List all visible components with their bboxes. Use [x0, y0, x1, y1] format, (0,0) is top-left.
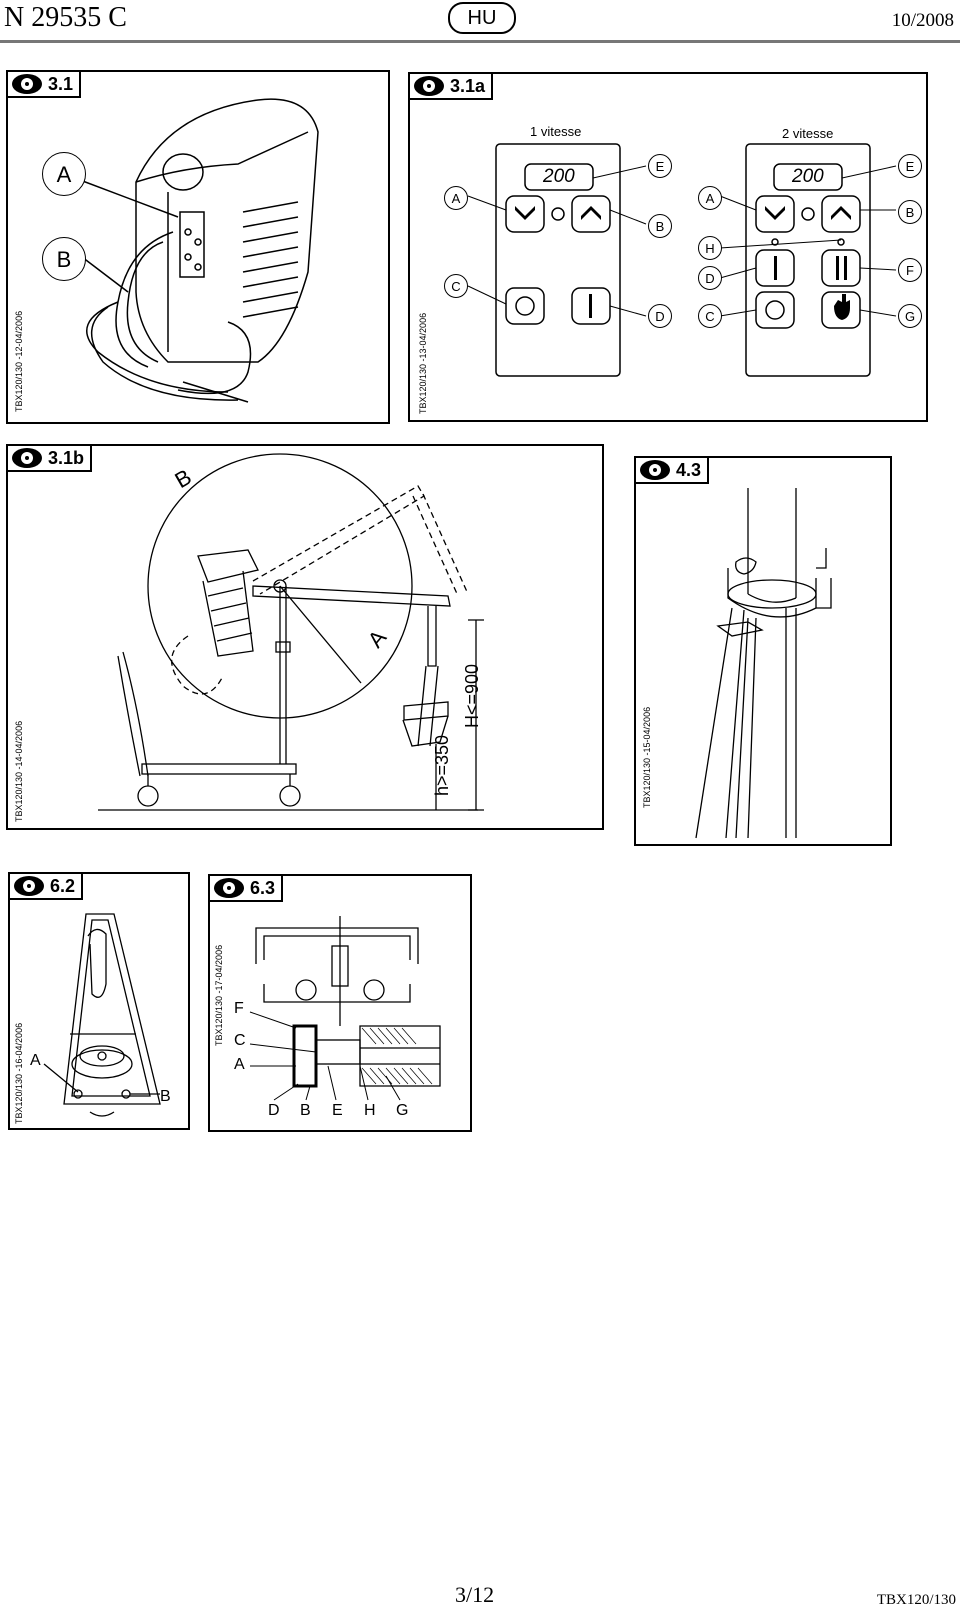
- right-callout-b: B: [898, 200, 922, 224]
- label-a: A: [234, 1056, 245, 1073]
- document-number: N 29535 C: [4, 2, 127, 33]
- callout-a: A: [42, 152, 86, 196]
- left-callout-d: D: [648, 304, 672, 328]
- language-badge: HU: [448, 2, 516, 34]
- right-callout-e: E: [898, 154, 922, 178]
- display-left: 200: [543, 166, 575, 187]
- blade-plate-illustration: [43, 913, 161, 1117]
- label-h: H: [364, 1102, 376, 1119]
- drawing-code: TBX120/130 -13-04/2006: [418, 312, 428, 414]
- machine-illustration: [79, 98, 319, 403]
- eye-icon: [414, 76, 444, 96]
- label-b: B: [160, 1088, 171, 1105]
- figure-tag: 6.2: [10, 874, 84, 900]
- label-e: E: [332, 1102, 343, 1119]
- callout-b: B: [42, 237, 86, 281]
- control-panels-illustration: [467, 143, 897, 377]
- left-callout-e: E: [648, 154, 672, 178]
- drawing-code: TBX120/130 -16-04/2006: [14, 1022, 24, 1124]
- figure-number: 4.3: [676, 459, 702, 480]
- figure-number: 6.2: [50, 875, 76, 896]
- figure-tag: 3.1b: [8, 446, 93, 472]
- label-d: D: [268, 1102, 280, 1119]
- page-number: 3/12: [455, 1582, 495, 1607]
- left-callout-c: C: [444, 274, 468, 298]
- document-date: 10/2008: [891, 10, 954, 31]
- figure-tag: 3.1: [8, 72, 82, 98]
- header-divider: [0, 40, 960, 43]
- figure-6-2: 6.2 A B TBX120/130 -16-04/2006: [8, 872, 190, 1130]
- eye-icon: [214, 878, 244, 898]
- label-c: C: [234, 1032, 246, 1049]
- figure-number: 3.1: [48, 73, 74, 94]
- label-a: A: [30, 1052, 41, 1069]
- label-f: F: [234, 1000, 244, 1017]
- drawing-code: TBX120/130 -17-04/2006: [214, 944, 224, 1046]
- dimension-min-height: h>=350: [432, 734, 452, 796]
- figure-tag: 3.1a: [410, 74, 494, 100]
- figure-number: 3.1a: [450, 75, 486, 96]
- right-callout-h: H: [698, 236, 722, 260]
- eye-icon: [12, 74, 42, 94]
- left-callout-a: A: [444, 186, 468, 210]
- figure-3-1b: 3.1b B A H<=900 h>=350 TBX120/130 -14-04…: [6, 444, 604, 830]
- model-name: TBX120/130: [876, 1592, 956, 1608]
- label-b: B: [300, 1102, 311, 1119]
- eye-icon: [14, 876, 44, 896]
- figure-number: 6.3: [250, 877, 276, 898]
- figure-3-1: 3.1 A B TBX120/130 -12-04/2006: [6, 70, 390, 424]
- drawing-code: TBX120/130 -14-04/2006: [14, 720, 24, 822]
- right-callout-f: F: [898, 258, 922, 282]
- figure-3-1a: 3.1a 1 vitesse 2 vitesse 200 200 A E B C…: [408, 72, 928, 422]
- mounting-illustration: [98, 453, 484, 811]
- display-right: 200: [792, 166, 824, 187]
- drawing-code: TBX120/130 -15-04/2006: [642, 706, 652, 808]
- drawing-code: TBX120/130 -12-04/2006: [14, 310, 24, 412]
- title-1-speed: 1 vitesse: [530, 124, 582, 139]
- right-callout-d: D: [698, 266, 722, 290]
- right-callout-g: G: [898, 304, 922, 328]
- clamp-illustration: [695, 488, 832, 839]
- eye-icon: [640, 460, 670, 480]
- cross-section-illustration: [249, 916, 441, 1101]
- label-g: G: [396, 1102, 409, 1119]
- right-callout-c: C: [698, 304, 722, 328]
- figure-tag: 6.3: [210, 876, 284, 902]
- figure-4-3: 4.3 TBX120/130 -15-04/2006: [634, 456, 892, 846]
- figure-number: 3.1b: [48, 447, 85, 468]
- figure-6-3: 6.3 F C A D B E H G TBX120/130 -17-04/20…: [208, 874, 472, 1132]
- right-callout-a: A: [698, 186, 722, 210]
- eye-icon: [12, 448, 42, 468]
- figure-tag: 4.3: [636, 458, 710, 484]
- left-callout-b: B: [648, 214, 672, 238]
- dimension-max-height: H<=900: [462, 663, 482, 728]
- title-2-speed: 2 vitesse: [782, 126, 834, 141]
